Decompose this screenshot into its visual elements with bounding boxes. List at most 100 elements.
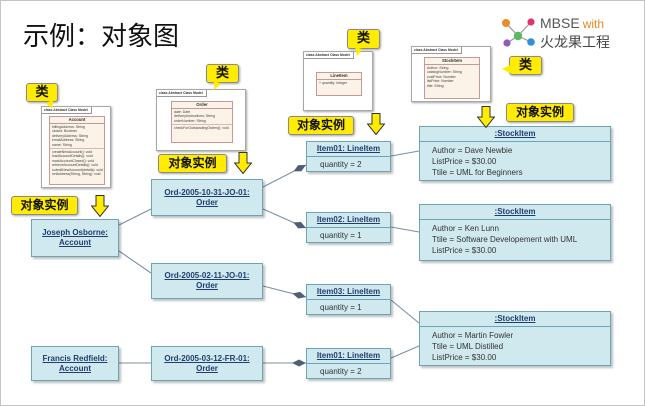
- link-item03-to-stockitem-3: [390, 299, 420, 324]
- class-name: StockItem: [425, 58, 479, 65]
- attributes-compartment: date: Date deliveryInstructions: String …: [172, 109, 232, 126]
- attribute-row: costPrice: Number: [427, 74, 456, 79]
- object-order-2005-10-31: Ord-2005-10-31-JO-01: Order: [151, 179, 263, 216]
- order-class-box: Order date: Date deliveryInstructions: S…: [171, 101, 233, 143]
- logo-company: 火龙果工程: [540, 35, 610, 51]
- link-order-0211-to-item03: [262, 285, 307, 299]
- object-name: Item03: LineItem: [307, 285, 390, 300]
- attribute-row: + quantity: Integer: [319, 81, 348, 85]
- slot-value: Author = Martin Fowler: [432, 331, 514, 340]
- class-name: LineItem: [317, 73, 361, 80]
- callout-label: 对象实例: [168, 156, 217, 170]
- object-stockitem-3: :StockItem Author = Martin Fowler Ttile …: [419, 311, 611, 366]
- object-name: :StockItem: [420, 312, 610, 327]
- operation-row: checkForOutstandingOrders(): void: [174, 126, 229, 131]
- attribute-row: Author: String: [427, 66, 449, 70]
- slot-list: Author = Dave Newbie ListPrice = $30.00 …: [420, 142, 610, 181]
- class-callout-stockitem: 类: [502, 56, 542, 75]
- link-item01b-to-stockitem-3: [390, 345, 420, 359]
- slot-value: ListPrice = $30.00: [432, 246, 497, 255]
- slot-list: Author = Martin Fowler Ttile = UML Disti…: [420, 327, 610, 366]
- instance-callout-order: 对象实例: [158, 154, 227, 173]
- slot-value: ListPrice = $30.00: [432, 353, 497, 362]
- down-arrow-icon: [234, 152, 252, 174]
- object-name: Item02: LineItem: [307, 213, 390, 228]
- attributes-compartment: Author: String catalogNumber: String cos…: [425, 65, 479, 89]
- operation-row: setAddress(String, String): void: [52, 172, 101, 177]
- callout-label: 类: [35, 85, 49, 100]
- object-account-joseph-osborne: Joseph Osborne: Account: [31, 219, 119, 257]
- attribute-row: deliveryInstructions: String: [174, 114, 216, 119]
- stockitem-class-box: StockItem Author: String catalogNumber: …: [424, 57, 480, 99]
- callout-tail: [502, 65, 510, 73]
- class-thumbnail-order: class Abstract Class Model Order date: D…: [156, 89, 246, 151]
- account-class-box: Account billingAddress: String closed: B…: [49, 116, 105, 185]
- class-name: Order: [172, 102, 232, 109]
- diagram-frame-label: class Abstract Class Model: [42, 107, 92, 114]
- slot-value: Ttile = UML Distilled: [432, 342, 504, 351]
- slot-value: quantity = 1: [320, 231, 362, 240]
- object-type: Account: [59, 363, 91, 373]
- link-item02-to-stockitem-2: [390, 226, 420, 233]
- diagram-frame-label: class Abstract Class Model: [157, 90, 207, 97]
- attribute-row: catalogNumber: String: [427, 70, 462, 75]
- logo-with: with: [582, 17, 605, 31]
- object-name: Item01: LineItem: [307, 142, 390, 157]
- link-item01-to-stockitem-1: [390, 150, 420, 157]
- instance-callout-account: 对象实例: [11, 196, 78, 215]
- logo-molecule-icon: [502, 18, 535, 47]
- slot-value: quantity = 1: [320, 303, 362, 312]
- attributes-compartment: + quantity: Integer: [317, 80, 361, 86]
- object-lineitem-item02: Item02: LineItem quantity = 1: [306, 212, 391, 243]
- class-thumbnail-stockitem: class Abstract Class Model StockItem Aut…: [411, 46, 491, 102]
- operation-row: createNewAccount(): void: [52, 150, 93, 155]
- object-lineitem-item03: Item03: LineItem quantity = 1: [306, 284, 391, 315]
- attribute-row: listPrice: Number: [427, 79, 454, 84]
- object-order-2005-03-12: Ord-2005-03-12-FR-01: Order: [151, 346, 263, 381]
- diagram-frame-label: class Abstract Class Model: [412, 47, 462, 54]
- operation-row: retrieveAccountDetails(): void: [52, 163, 98, 168]
- object-type: Order: [196, 197, 218, 207]
- slot-value: Author = Ken Lunn: [432, 224, 499, 233]
- object-name: Item01: LineItem: [307, 349, 390, 364]
- slot-value: quantity = 2: [320, 160, 362, 169]
- instance-callout-stockitem: 对象实例: [506, 103, 574, 122]
- slot-list: Author = Ken Lunn Ttile = Software Devel…: [420, 220, 610, 259]
- callout-label: 对象实例: [296, 118, 345, 132]
- attribute-row: date: Date: [174, 110, 191, 114]
- slot-value: Ttile = Software Developement with UML: [432, 235, 578, 244]
- object-lineitem-item01: Item01: LineItem quantity = 2: [306, 141, 391, 172]
- object-name: Ord-2005-03-12-FR-01:: [164, 353, 250, 363]
- attribute-row: closed: Boolean: [52, 129, 77, 134]
- attribute-row: orderNumber: String: [174, 118, 206, 123]
- class-callout-order: 类: [206, 64, 239, 92]
- object-stockitem-2: :StockItem Author = Ken Lunn Ttile = Sof…: [419, 204, 611, 261]
- lineitem-class-box: LineItem + quantity: Integer: [316, 72, 362, 96]
- slot-value: Ttile = UML for Beginners: [432, 168, 523, 177]
- attribute-row: deliveryAddress: String: [52, 133, 88, 138]
- attribute-row: billingAddress: String: [52, 125, 85, 129]
- class-callout-lineitem: 类: [347, 29, 380, 57]
- down-arrow-icon: [477, 106, 495, 128]
- slot-value: quantity = 2: [320, 367, 362, 376]
- logo-brand: MBSE: [540, 15, 580, 31]
- object-type: Order: [196, 281, 218, 290]
- object-type: Account: [59, 238, 91, 247]
- operation-row: markAccountClosed(): void: [52, 158, 95, 163]
- attribute-row: title: String: [427, 83, 444, 88]
- down-arrow-icon: [367, 113, 385, 135]
- class-name: Account: [50, 117, 104, 124]
- attribute-row: name: String: [52, 142, 72, 147]
- callout-label: 对象实例: [515, 105, 564, 119]
- operations-compartment: checkForOutstandingOrders(): void: [172, 125, 232, 131]
- object-lineitem-item01-second: Item01: LineItem quantity = 2: [306, 348, 391, 379]
- instance-callout-lineitem: 对象实例: [288, 116, 354, 135]
- object-account-francis-redfield: Francis Redfield: Account: [31, 346, 119, 381]
- attribute-row: emailAddress: String: [52, 138, 85, 143]
- object-name: Francis Redfield:: [42, 353, 108, 363]
- class-thumbnail-account: class Abstract Class Model Account billi…: [41, 106, 111, 188]
- object-name: Joseph Osborne:: [42, 228, 108, 237]
- operation-row: loadAccountDetails(): void: [52, 154, 93, 159]
- callout-label: 类: [356, 31, 370, 46]
